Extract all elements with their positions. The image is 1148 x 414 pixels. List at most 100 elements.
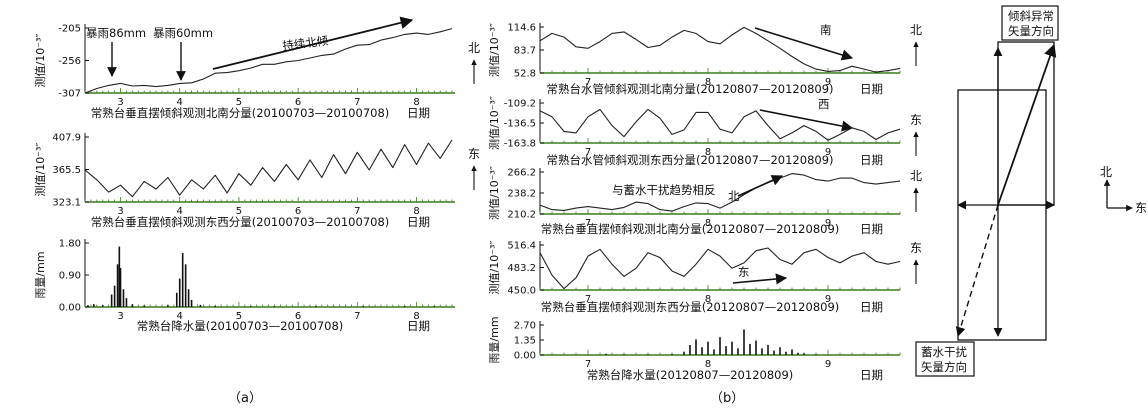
x-tick-label-b4: 8 [705,294,711,305]
y-tick-label-a2: 323.1 [52,198,81,209]
date-unit-a2: 日期 [407,215,430,229]
series-line-b1 [539,26,901,73]
x-tick-label-b5: 7 [585,359,591,370]
interference-label-2: 矢量方向 [921,360,967,374]
annotations-b: 南 西 与蓄水干扰趋势相反 北 东 [612,23,854,285]
anomaly-vector [997,43,1057,206]
vector-box-outer [957,89,1047,341]
y-tick-label-b5: 2.70 [514,321,536,332]
annotation-rain-86: 暴雨86mm [86,26,146,40]
caption-b1: 常熟台水管倾斜观测北南分量(20120807—20120809) [546,82,833,96]
x-tick-label-a3: 4 [177,311,183,322]
y-axis-label-b5: 雨量/mm [488,316,501,363]
caption-a1: 常熟台垂直摆倾斜观测北南分量(20100703—20100708) [91,106,390,120]
y-tick-label-a1: -256 [58,56,81,67]
x-tick-label-b5: 9 [825,359,831,370]
y-tick-label-b5: 1.35 [514,336,536,347]
caption-b3: 常熟台垂直摆倾斜观测北南分量(20120807—20120809) [541,222,840,236]
compass-label-a1: 北 [468,41,480,55]
interference-label-1: 蓄水干扰 [921,345,967,359]
x-tick-label-a2: 6 [295,206,301,217]
y-axis-label-b2: 测值/10⁻³″ [488,96,501,150]
caption-b4: 常熟台垂直摆倾斜观测东西分量(20120807—20120809) [541,300,840,314]
x-tick-label-b3: 9 [825,218,831,229]
x-tick-label-a3: 8 [413,311,419,322]
y-tick-label-b3: 210.2 [507,210,536,221]
compass-label-a2: 东 [468,147,480,161]
x-tick-label-b2: 8 [705,147,711,158]
anomaly-label-1: 倾斜异常 [1008,9,1054,23]
x-tick-label-a2: 8 [413,206,419,217]
y-tick-label-b3: 266.2 [507,168,536,179]
x-tick-label-b4: 7 [585,294,591,305]
x-tick-label-a2: 3 [117,206,123,217]
annotation-east: 东 [738,265,750,279]
x-tick-label-a1: 5 [236,97,242,108]
compass-label-b3: 北 [910,169,922,183]
anomaly-label-2: 矢量方向 [1008,24,1054,38]
x-tick-label-b3: 7 [585,218,591,229]
x-tick-label-b1: 7 [585,77,591,88]
x-tick-label-a1: 7 [354,97,360,108]
annotation-rain-60: 暴雨60mm [153,26,213,40]
y-tick-label-b1: 83.7 [514,46,536,57]
date-unit-b5: 日期 [860,368,883,382]
y-axis-label-a2: 测值/10⁻³″ [34,142,47,196]
date-unit-b3: 日期 [860,222,883,236]
compass-label-b1: 北 [910,23,922,37]
y-axis-label-a1: 测值/10⁻³″ [34,33,47,87]
y-tick-label-b4: 450.0 [507,286,536,297]
interference-vector [955,204,999,337]
date-unit-b2: 日期 [860,153,883,167]
date-unit-a1: 日期 [407,106,430,120]
compass-label-b2: 东 [910,113,922,127]
y-axis-label-b3: 测值/10⁻³″ [488,166,501,220]
compass-label-b4: 东 [910,241,922,255]
caption-a2: 常熟台垂直摆倾斜观测东西分量(20100703—20100708) [91,215,390,229]
y-tick-label-a1: -205 [58,24,81,35]
y-axis-label-a3: 雨量/mm [34,251,47,298]
annotation-south: 南 [820,23,832,37]
compass-north-label: 北 [1100,165,1112,179]
x-tick-label-b2: 7 [585,147,591,158]
y-tick-label-b4: 516.4 [507,241,536,252]
figure-label-a: （a） [228,391,262,406]
x-tick-label-a2: 7 [354,206,360,217]
y-tick-label-b1: 52.8 [514,69,536,80]
y-tick-label-a2: 365.5 [52,165,81,176]
series-line-a2 [84,139,453,198]
figure-label-b: （b） [710,391,744,406]
y-axis-label-b1: 测值/10⁻³″ [488,23,501,77]
y-tick-label-a3: 1.80 [59,239,81,250]
x-tick-label-b2: 9 [825,147,831,158]
series-line-b2 [539,108,901,141]
y-tick-label-a3: 0.90 [59,271,81,282]
caption-a3: 常熟台降水量(20100703—20100708) [137,319,344,333]
y-tick-label-b2: -163.8 [504,139,536,150]
compass-east-label: 东 [1135,201,1147,215]
y-tick-label-b4: 483.2 [507,263,536,274]
series-line-b3 [539,173,901,212]
date-unit-b4: 日期 [860,300,883,314]
x-tick-label-b3: 8 [705,218,711,229]
series-line-a1 [84,28,453,94]
y-tick-label-b2: -136.5 [504,119,536,130]
y-axis-label-b4: 测值/10⁻³″ [488,240,501,294]
date-unit-b1: 日期 [860,82,883,96]
annotation-opposite-trend: 与蓄水干扰趋势相反 [612,183,716,197]
x-tick-label-a1: 4 [177,97,183,108]
y-tick-label-a1: -307 [58,89,81,100]
y-tick-label-b1: 114.6 [507,23,536,34]
x-tick-label-b1: 8 [705,77,711,88]
x-tick-label-a2: 4 [177,206,183,217]
annotation-west: 西 [818,97,830,111]
x-tick-label-a3: 5 [236,311,242,322]
